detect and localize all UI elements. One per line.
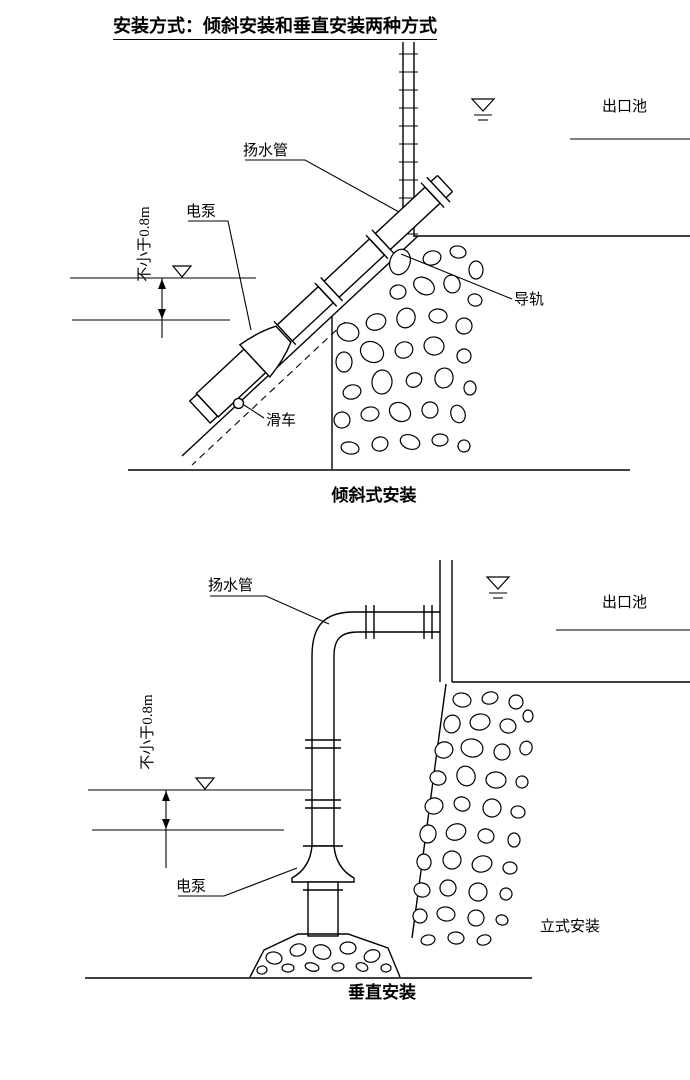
slope-guide-rail-line [181,235,419,457]
discharge-elbow-pipe [311,605,440,657]
arrow-down-icon [158,309,166,319]
guide-rail-leader [400,253,513,300]
page-title: 安装方式：倾斜安装和垂直安装两种方式 [113,12,437,40]
outlet-pool-label: 出口池 [602,594,647,611]
vertical-caption: 垂直安装 [348,982,416,1002]
water-level-icon [194,777,216,790]
pump-label: 电泵 [176,878,206,895]
pump-label: 电泵 [186,203,216,220]
water-level-lines [88,777,312,831]
rubble-wall-stones [412,691,534,946]
arrow-down-icon [162,819,170,829]
pump-body [291,845,355,937]
pump-assembly [188,174,454,424]
riser-pipe-leader [210,595,330,625]
riser-pipe-label: 扬水管 [243,142,288,159]
foundation-mound [249,933,401,978]
riser-pipe-leader [245,159,400,213]
inclined-caption: 倾斜式安装 [331,485,417,505]
min-depth-dimension: 不小于0.8m [136,206,166,338]
rubble-wall-stones [333,245,484,455]
water-level-icon [470,98,496,121]
pump-bell [291,845,355,883]
riser-pipe [305,656,341,846]
pump-bell [238,325,292,379]
water-level-icon [485,576,511,599]
arrow-up-icon [162,791,170,801]
pool-standpipe [439,560,453,682]
riser-pipe-label: 扬水管 [208,577,253,594]
rail-hidden-line [191,321,346,466]
pump-leader [178,867,298,897]
trolley-leader [243,404,265,419]
trolley-label: 滑车 [266,412,296,429]
foundation-stones [256,941,392,975]
trolley-wheel [232,397,245,410]
vertical-type-label: 立式安装 [540,918,600,935]
guide-rail-label: 导轨 [514,291,544,308]
min-depth-dimension: 不小于0.8m [139,694,170,868]
inclined-installation-diagram: 出口池 [70,42,690,505]
water-level-icon [171,265,193,278]
water-level-lines [70,265,256,321]
vertical-installation-diagram: 出口池 [85,560,690,1002]
outlet-pool-label: 出口池 [602,98,647,115]
min-depth-label: 不小于0.8m [139,694,156,770]
arrow-up-icon [158,279,166,289]
pump-leader [188,220,252,331]
min-depth-label: 不小于0.8m [136,206,153,282]
